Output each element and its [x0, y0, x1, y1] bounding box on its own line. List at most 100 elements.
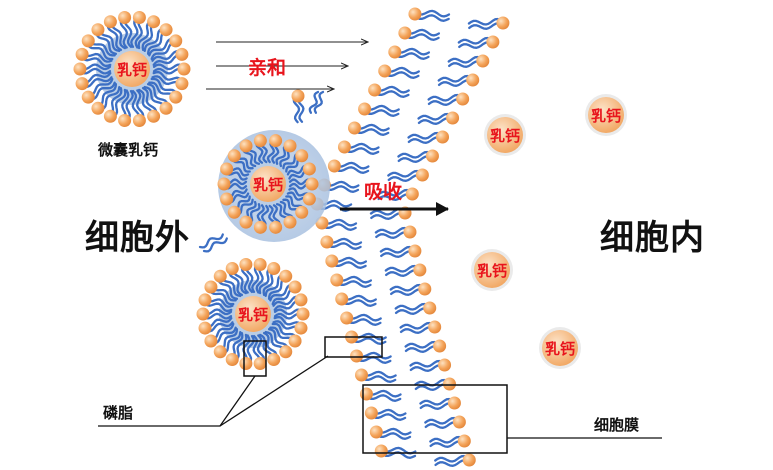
capsule-phospholipid: [137, 15, 161, 52]
calcium-particle: 乳钙: [539, 327, 581, 369]
membrane-phospholipid-outer: [369, 425, 412, 440]
capsule-phospholipid: [258, 331, 281, 366]
cell-membrane-label: 细胞膜: [594, 416, 640, 434]
capsule-phospholipid: [286, 162, 316, 180]
membrane-phospholipid-inner: [429, 434, 471, 448]
capsule-phospholipid: [272, 315, 308, 335]
membrane-phospholipid-inner: [374, 225, 417, 239]
membrane-phospholipid-outer: [358, 102, 400, 117]
capsule-phospholipid: [91, 23, 121, 55]
capsule-phospholipid: [152, 62, 191, 76]
microcapsule-label: 微囊乳钙: [98, 141, 159, 159]
capsule-phospholipid: [75, 71, 113, 91]
capsule-phospholipid: [103, 86, 127, 123]
capsule-phospholipid: [220, 188, 250, 206]
capsule-phospholipid: [275, 139, 297, 168]
capsule-phospholipid: [268, 204, 283, 234]
membrane-phospholipid-inner: [377, 187, 419, 201]
membrane-phospholipid-outer: [337, 140, 380, 155]
capsule-phospholipid: [81, 77, 116, 104]
calcium-core-label: 乳钙: [253, 176, 283, 194]
microcapsule-merging: 乳钙: [217, 130, 330, 242]
outside-label: 细胞外: [85, 218, 190, 258]
capsule-phospholipid: [288, 177, 319, 191]
membrane-phospholipid-inner: [404, 339, 447, 353]
capsule-phospholipid: [225, 331, 248, 366]
phospholipid-leader-line-2: [219, 355, 329, 427]
capsule-phospholipid: [91, 83, 121, 115]
calcium-particle: 乳钙: [585, 94, 627, 136]
phospholipid-callout-box-2: [324, 336, 383, 358]
membrane-phospholipid-inner: [414, 377, 456, 391]
capsule-phospholipid: [81, 34, 116, 61]
capsule-phospholipid: [204, 280, 237, 306]
capsule-phospholipid: [73, 62, 112, 76]
membrane-phospholipid-outer: [408, 7, 451, 22]
capsule-phospholipid: [196, 307, 233, 321]
capsule-phospholipid: [272, 293, 308, 312]
calcium-core: [235, 296, 271, 332]
membrane-callout-box: [362, 384, 508, 454]
calcium-core: [114, 51, 150, 87]
membrane-phospholipid-inner: [399, 320, 442, 334]
calcium-particle: 乳钙: [484, 114, 526, 156]
membrane-phospholipid-outer: [388, 45, 431, 60]
calcium-particle-label: 乳钙: [477, 262, 507, 280]
membrane-phospholipid-inner: [447, 54, 490, 68]
capsule-phospholipid: [253, 204, 270, 234]
absorption-label: 吸收: [364, 181, 403, 203]
calcium-particle-label: 乳钙: [545, 340, 575, 358]
membrane-phospholipid-inner: [384, 263, 427, 277]
capsule-phospholipid: [264, 328, 293, 359]
membrane-phospholipid-inner: [409, 358, 452, 372]
membrane-phospholipid-inner: [397, 149, 439, 163]
capsule-phospholipid: [217, 177, 248, 191]
membrane-phospholipid-outer: [359, 387, 402, 402]
membrane-phospholipid-outer: [340, 311, 382, 326]
stray-phospholipid: [291, 89, 305, 124]
cell-membrane: [310, 7, 510, 467]
membrane-phospholipid-outer: [325, 254, 368, 269]
membrane-phospholipid-inner: [434, 453, 476, 467]
free-phospholipid-group: [198, 89, 325, 253]
membrane-phospholipid-inner: [379, 244, 422, 258]
stray-phospholipid: [198, 233, 228, 253]
membrane-phospholipid-outer: [378, 64, 420, 79]
membrane-phospholipid-outer: [348, 121, 390, 136]
capsule-phospholipid: [148, 77, 183, 104]
capsule-phospholipid: [220, 162, 250, 181]
membrane-phospholipid-outer: [398, 26, 441, 41]
capsule-phospholipid: [275, 200, 297, 229]
capsule-phospholipid: [148, 34, 183, 61]
calcium-particle: 乳钙: [471, 249, 513, 291]
capsule-phospholipid: [198, 293, 234, 313]
capsule-phospholipid: [258, 262, 281, 297]
capsule-phospholipid: [239, 139, 261, 168]
capsule-phospholipid: [269, 280, 302, 306]
membrane-phospholipid-inner: [387, 168, 429, 182]
membrane-phospholipid-inner: [424, 415, 466, 429]
membrane-phospholipid-outer: [315, 216, 358, 231]
capsule-phospholipid: [225, 262, 248, 297]
capsule-phospholipid: [151, 70, 189, 91]
capsule-phospholipid: [131, 89, 146, 127]
capsule-phospholipid: [118, 11, 133, 49]
capsule-phospholipid: [282, 149, 309, 173]
membrane-phospholipid-inner: [407, 130, 450, 144]
capsule-phospholipid: [239, 200, 261, 229]
capsule-phospholipid: [282, 195, 309, 219]
membrane-phospholipid-outer: [320, 235, 363, 250]
membrane-phospholipid-outer: [368, 83, 410, 98]
capsule-phospholipid: [143, 83, 173, 115]
capsule-phospholipid: [213, 328, 242, 359]
membrane-phospholipid-outer: [327, 159, 370, 174]
capsule-phospholipid: [266, 134, 283, 164]
stray-phospholipid: [308, 90, 325, 114]
calcium-particle-label: 乳钙: [490, 127, 520, 145]
calcium-particle-label: 乳钙: [591, 107, 621, 125]
capsule-phospholipid: [264, 269, 293, 300]
capsule-phospholipid: [273, 307, 310, 321]
